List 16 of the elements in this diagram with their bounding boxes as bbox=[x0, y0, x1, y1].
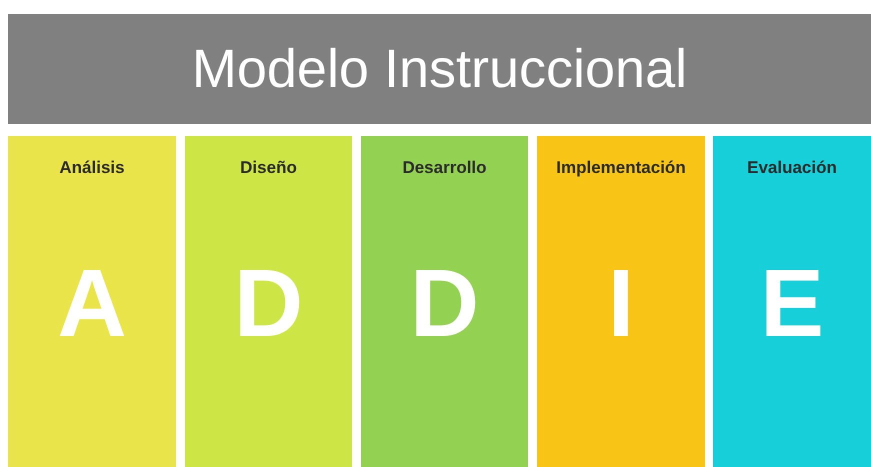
phase-letter: E bbox=[758, 256, 826, 352]
phase-column bbox=[361, 136, 528, 467]
phase-letter: D bbox=[232, 256, 304, 352]
phase-column bbox=[185, 136, 352, 467]
phase-letter: D bbox=[408, 256, 480, 352]
phase-name: Implementación bbox=[555, 158, 687, 178]
phase-column bbox=[8, 136, 176, 467]
phase-letter: I bbox=[606, 256, 636, 352]
phase-name: Diseño bbox=[239, 158, 298, 178]
phase-column bbox=[537, 136, 705, 467]
phase-name: Desarrollo bbox=[401, 158, 488, 178]
phase-letter: A bbox=[56, 256, 128, 352]
title-banner: Modelo Instruccional bbox=[8, 14, 871, 124]
phase-name: Análisis bbox=[58, 158, 126, 178]
phase-column bbox=[713, 136, 871, 467]
phase-name: Evaluación bbox=[746, 158, 838, 178]
